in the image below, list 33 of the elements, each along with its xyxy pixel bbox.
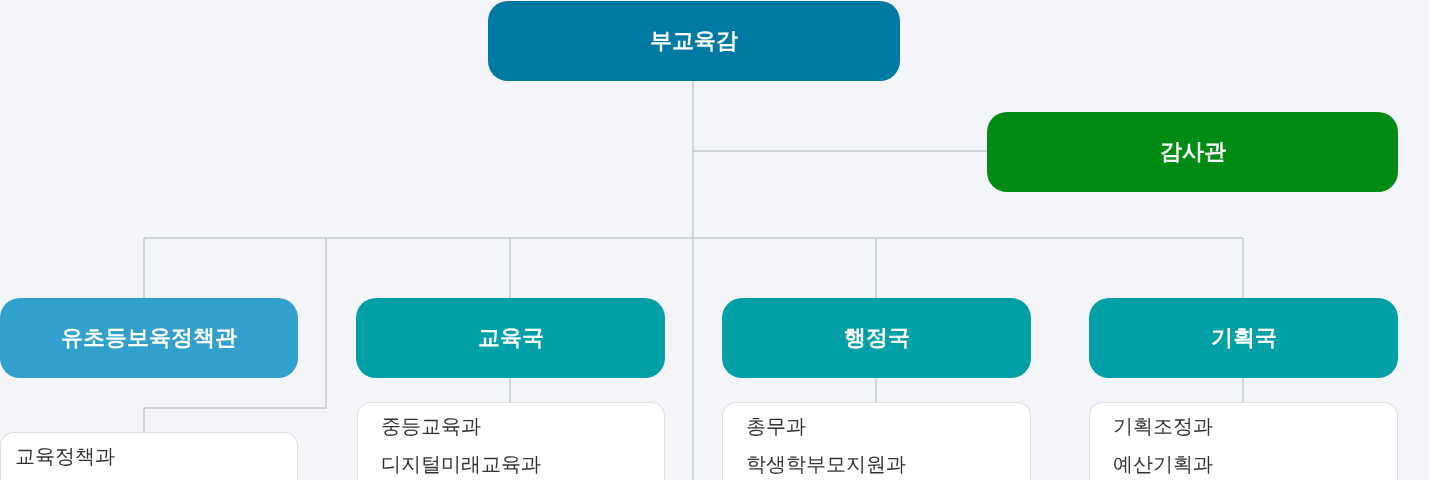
division-box	[722, 298, 1031, 378]
department-list-panel	[1089, 402, 1398, 480]
department-name: 디지털미래교육과	[381, 451, 541, 478]
unit-title: 유초등보육정책관	[61, 324, 237, 352]
unit-title: 행정국	[843, 324, 910, 352]
department-name: 교육정책과	[15, 443, 115, 470]
department-name: 학생학부모지원과	[746, 451, 906, 478]
department-list-panel	[357, 402, 665, 480]
department-list-panel	[722, 402, 1031, 480]
division-box	[0, 298, 298, 378]
connector-line	[509, 237, 511, 299]
connector-line	[143, 237, 327, 433]
connector-line	[1242, 237, 1244, 299]
audit-office-box	[987, 112, 1398, 192]
connector-line	[692, 237, 694, 480]
department-list-panel	[0, 432, 298, 480]
connector-line	[875, 377, 877, 403]
unit-title: 기획국	[1210, 324, 1277, 352]
unit-title: 감사관	[1159, 138, 1226, 166]
division-box	[1089, 298, 1398, 378]
connector-line	[509, 377, 511, 403]
unit-title: 교육국	[477, 324, 544, 352]
connector-line	[692, 150, 988, 152]
department-name: 총무과	[746, 413, 806, 440]
division-box	[356, 298, 665, 378]
connector-line	[692, 237, 1244, 239]
department-name: 기획조정과	[1113, 413, 1213, 440]
executive-box	[488, 1, 900, 81]
department-name: 중등교육과	[381, 413, 481, 440]
connector-line	[1242, 377, 1244, 403]
unit-title: 부교육감	[650, 27, 738, 55]
department-name: 예산기획과	[1113, 451, 1213, 478]
connector-line	[875, 237, 877, 299]
